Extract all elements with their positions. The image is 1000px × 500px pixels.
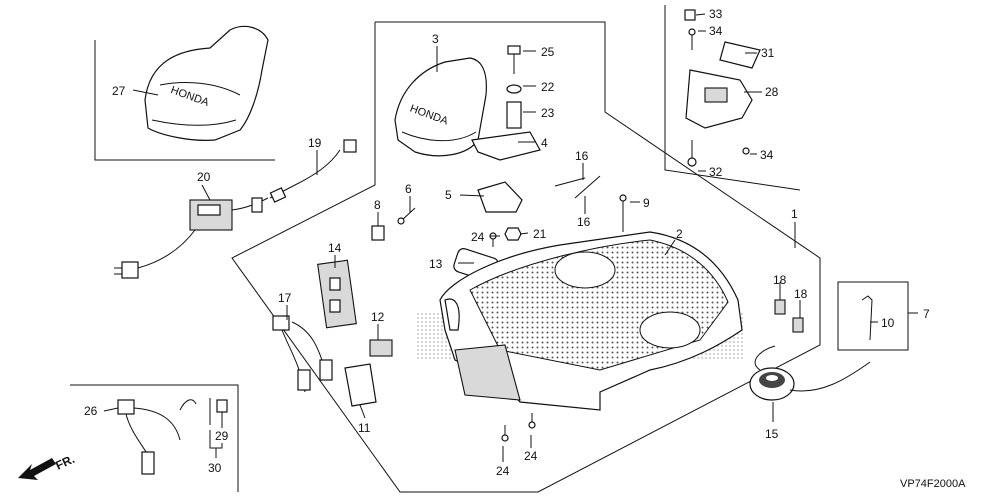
callout-26: 26 — [84, 404, 98, 418]
callout-10: 10 — [881, 316, 895, 330]
callout-24-a: 24 — [471, 230, 485, 244]
callout-19: 19 — [308, 136, 322, 150]
callout-labels: 27 3 25 22 23 4 5 6 8 24 21 13 16 16 9 2… — [53, 7, 966, 490]
callout-16-a: 16 — [575, 149, 589, 163]
switch-part — [369, 339, 393, 357]
callout-11: 11 — [358, 421, 371, 435]
harness-17-part — [272, 315, 333, 393]
callout-9: 9 — [643, 196, 650, 210]
callout-14: 14 — [328, 241, 342, 255]
callout-17: 17 — [278, 291, 292, 305]
callout-3: 3 — [432, 32, 439, 46]
bracket-assembly-part — [684, 9, 761, 167]
callout-8: 8 — [374, 198, 381, 212]
callout-1: 1 — [791, 207, 798, 221]
callout-6: 6 — [405, 182, 412, 196]
callout-5: 5 — [445, 188, 452, 202]
engine-cover-part: HONDA — [394, 57, 487, 157]
callout-31: 31 — [761, 46, 775, 60]
cover-group-outline — [94, 40, 275, 161]
callout-22: 22 — [541, 80, 555, 94]
pegs-part — [774, 299, 804, 333]
callout-34-a: 34 — [709, 24, 723, 38]
main-group-outline — [231, 21, 821, 493]
group-outlines — [70, 5, 909, 493]
callout-18-a: 18 — [773, 273, 787, 287]
callout-12: 12 — [371, 310, 385, 324]
callout-24-c: 24 — [524, 449, 538, 463]
callout-29: 29 — [215, 429, 229, 443]
control-board-part — [317, 259, 357, 329]
callout-2: 2 — [676, 227, 683, 241]
callout-13: 13 — [429, 257, 443, 271]
callout-15: 15 — [765, 427, 779, 441]
callout-33: 33 — [709, 7, 723, 21]
callout-24-b: 24 — [496, 464, 510, 478]
diagram-code: VP74F2000A — [900, 478, 966, 490]
harness-group-outline — [70, 384, 239, 492]
bolt-stack-part — [506, 45, 522, 129]
callout-20: 20 — [197, 170, 211, 184]
callout-7: 7 — [923, 307, 930, 321]
callout-34-b: 34 — [760, 148, 774, 162]
leader-lines — [103, 13, 918, 462]
hinge-bracket-part — [477, 181, 523, 213]
wire-group-box — [837, 281, 909, 351]
front-direction-arrow — [18, 458, 56, 480]
callout-25: 25 — [541, 45, 555, 59]
peg-10-part — [861, 295, 873, 341]
seat-cover-part: HONDA — [144, 25, 269, 141]
cord-part — [269, 139, 357, 203]
wire-coil-part — [749, 345, 871, 401]
handle-bracket-part — [471, 131, 541, 161]
callout-23: 23 — [541, 106, 555, 120]
screw-9-part — [619, 194, 627, 232]
harness-26-part — [117, 398, 228, 475]
cover-plate-part — [344, 363, 377, 407]
callout-30: 30 — [208, 461, 222, 475]
pins-part — [554, 175, 601, 199]
callout-32: 32 — [709, 165, 723, 179]
charger-part — [114, 197, 269, 279]
callout-4: 4 — [541, 136, 548, 150]
callout-27: 27 — [112, 84, 126, 98]
callout-18-b: 18 — [794, 287, 808, 301]
bracket-group-outline — [664, 5, 801, 191]
callout-21: 21 — [533, 227, 547, 241]
callout-28: 28 — [765, 85, 779, 99]
front-label: FR. — [53, 452, 76, 473]
base-body-part — [439, 231, 743, 411]
callout-16-b: 16 — [577, 215, 591, 229]
